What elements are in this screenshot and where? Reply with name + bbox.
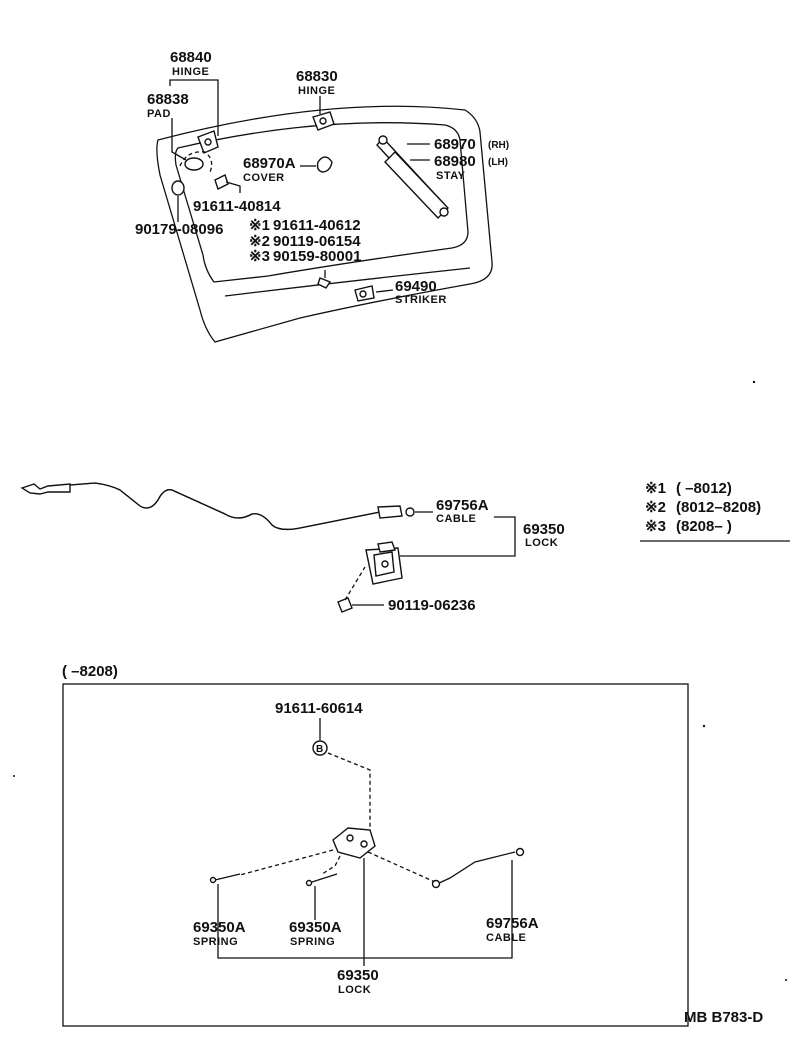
box-assembly: B [209,740,525,889]
cable-69756a [69,482,381,531]
label-91611-40814: 91611-40814 [193,198,281,215]
label-69490: 69490 [395,278,437,295]
label-90119-06154: 90119-06154 [273,233,361,250]
label-mark-1: ※1 [249,217,270,234]
label-69756a-mid: 69756A [436,497,489,514]
box-cable [436,851,516,885]
label-hinge-rh: HINGE [298,85,335,97]
pad-dash [179,151,213,173]
label-pad: PAD [147,108,171,120]
speck-3 [13,775,15,777]
legend-text-2: (8012–8208) [676,499,761,516]
label-striker: STRIKER [395,294,447,306]
striker-bolt [359,290,367,298]
cable-end-left [20,483,71,495]
label-68980: 68980 [434,153,476,170]
label-spring-1: SPRING [193,936,238,948]
speck-2 [702,724,706,728]
speck-4 [785,979,787,981]
box-lock-hole-1 [346,834,354,842]
label-69350a-1: 69350A [193,919,246,936]
bolt-90179-08096 [171,180,185,196]
mid-leaders [352,511,516,606]
footer-code: MB B783-D [684,1009,763,1026]
small-bolt [317,277,332,289]
label-69756a-box: 69756A [486,915,539,932]
label-spring-2: SPRING [290,936,335,948]
spring-dash-2 [321,855,341,875]
legend-mark-3: ※3 [645,518,666,535]
back-door-inner-outline [174,122,469,283]
screw-90119-06236 [337,597,353,613]
cover [316,156,333,173]
back-door-lower-edge [224,267,471,297]
stay [376,135,449,220]
label-lock-box: LOCK [338,984,371,996]
hinge-rh-bolt [319,117,327,125]
pad [184,157,204,171]
label-91611-40612: 91611-40612 [273,217,361,234]
cable-assembly [20,482,415,531]
cable-end-ring [405,507,415,517]
cable-dash [367,851,436,883]
label-68970a: 68970A [243,155,296,172]
label-68838: 68838 [147,91,189,108]
box-lock [332,827,376,859]
label-68970: 68970 [434,136,476,153]
lock-69350 [365,541,403,585]
bolt-b-mark: B [316,744,323,755]
label-91611-60614: 91611-60614 [275,700,363,717]
label-69350-mid: 69350 [523,521,565,538]
label-90159-80001: 90159-80001 [273,248,361,265]
label-mark-2: ※2 [249,233,270,250]
label-69350-box: 69350 [337,967,379,984]
label-lock-mid: LOCK [525,537,558,549]
lock-screw-dash [344,566,366,601]
box-leaders [217,718,513,966]
back-door-outline [156,105,493,343]
bolt-dash [327,752,371,830]
label-stay: STAY [436,170,466,182]
top-leaders [169,79,430,293]
label-69350a-2: 69350A [289,919,342,936]
label-mark-3: ※3 [249,248,270,265]
label-hinge-lh: HINGE [172,66,209,78]
label-rh: (RH) [488,140,509,151]
legend-text-1: ( –8012) [676,480,732,497]
bolt-b-circle [312,740,328,756]
legend-mark-2: ※2 [645,499,666,516]
label-90179-08096: 90179-08096 [135,221,223,238]
label-68840: 68840 [170,49,212,66]
spring-dash-1 [239,849,334,876]
label-cable-mid: CABLE [436,513,476,525]
spring-2 [311,873,338,883]
label-cover: COVER [243,172,285,184]
cable-end-right [377,505,403,519]
label-cable-box: CABLE [486,932,526,944]
bolt-91611-40814 [214,174,229,190]
label-lh: (LH) [488,157,508,168]
box-lock-hole-2 [360,840,368,848]
spring-1 [214,873,241,881]
hinge-lh-bolt [204,138,212,146]
label-68830: 68830 [296,68,338,85]
label-90119-06236: 90119-06236 [388,597,476,614]
back-door-assembly [156,105,493,343]
speck-1 [752,380,756,384]
legend-text-3: (8208– ) [676,518,732,535]
legend-mark-1: ※1 [645,480,666,497]
box-range-label: ( –8208) [62,663,118,680]
variant-box [62,683,689,1027]
serial-legend: ※1 ( –8012) ※2 (8012–8208) ※3 (8208– ) [640,480,790,542]
